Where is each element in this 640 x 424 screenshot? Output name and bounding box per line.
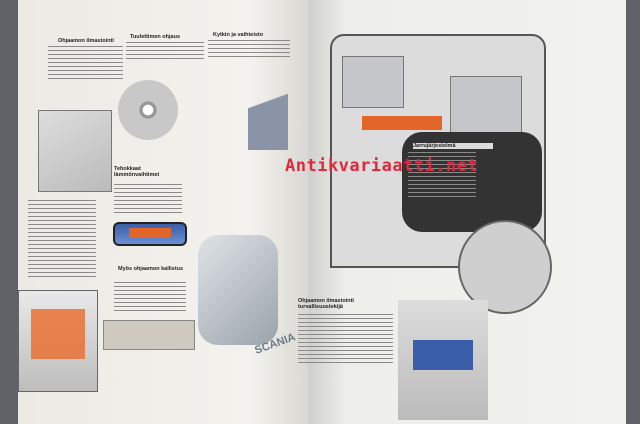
oil-pan-illustration — [103, 320, 195, 350]
cab-illustration — [18, 290, 98, 392]
heading: Kytkin ja vaihteisto — [213, 32, 264, 38]
body-text — [126, 42, 204, 60]
body-text — [114, 282, 186, 312]
steering-illustration — [398, 300, 488, 420]
body-text — [408, 152, 476, 200]
gear-lever-illustration — [248, 70, 288, 150]
text-block: Ohjaamon ilmastointi — [58, 38, 128, 44]
text-block: Ohjaamon ilmastointi turvallisuustekijä — [298, 298, 393, 310]
heading: Tehokkaat lämmönvaihtimet — [114, 166, 160, 178]
heading: Ohjaamon ilmastointi — [58, 38, 114, 44]
text-block: Myös ohjaamon kallistus — [118, 266, 193, 272]
body-text — [298, 314, 393, 364]
text-block: Tuulettimen ohjaus — [130, 34, 210, 40]
body-text — [28, 200, 96, 278]
body-text — [48, 46, 123, 80]
heading: Jarrujärjestelmä — [413, 143, 456, 149]
text-block: Tehokkaat lämmönvaihtimet — [114, 166, 186, 178]
heading: Tuulettimen ohjaus — [130, 34, 181, 40]
graph-illustration — [38, 110, 112, 192]
heading: Ohjaamon ilmastointi turvallisuustekijä — [298, 298, 354, 310]
heat-exchanger-illustration — [113, 222, 187, 246]
text-block: Kytkin ja vaihteisto — [213, 32, 308, 38]
brochure-left-page: Ohjaamon ilmastointi Tuulettimen ohjaus … — [18, 0, 308, 424]
watermark: Antikvariaatti.net — [285, 156, 479, 176]
body-text — [114, 184, 182, 214]
text-block: Jarrujärjestelmä — [413, 143, 493, 149]
heading: Myös ohjaamon kallistus — [118, 266, 184, 272]
truck-cab-illustration — [330, 34, 546, 268]
body-text — [208, 40, 290, 58]
compressor-illustration — [198, 235, 278, 345]
brochure-right-page: Jarrujärjestelmä Ohjaamon ilmastointi tu… — [298, 0, 626, 424]
fan-illustration — [118, 80, 178, 140]
wheel-illustration — [458, 220, 552, 314]
